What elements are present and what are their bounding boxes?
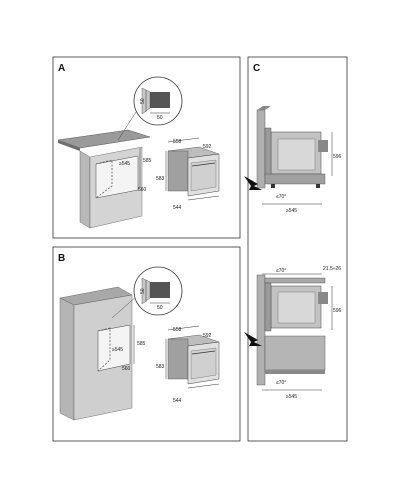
- detail-dim-vertical: 50: [140, 98, 146, 104]
- detail-dim-horizontal: 50: [157, 305, 163, 311]
- niche-depth: 560: [122, 366, 131, 372]
- panel-b-frame: [52, 246, 241, 442]
- detail-dim-vertical: 50: [140, 288, 146, 294]
- oven-body: [167, 338, 189, 380]
- niche-depth: 560: [138, 187, 147, 193]
- top-height: 596: [333, 154, 342, 160]
- panel-c-top-drawing: 596 ≤70° ≥545: [244, 106, 342, 214]
- oven-width: 592: [203, 333, 212, 339]
- panel-b-drawing: 50 50 ≥545 585 560 558 592 583 544: [59, 266, 220, 421]
- bottom-depth: ≥545: [286, 394, 297, 400]
- bottom-height: 596: [333, 308, 342, 314]
- oven-width: 592: [203, 144, 212, 150]
- niche-height: 585: [137, 341, 146, 347]
- airflow-arrow-top: [244, 176, 262, 190]
- cabinet-side: [79, 150, 91, 229]
- detail-dim-horizontal: 50: [157, 115, 163, 121]
- oven-front-width: 544: [173, 205, 182, 211]
- oven-depth1: 558: [173, 327, 182, 333]
- panel-c-frame: [247, 56, 348, 442]
- airflow-arrow-bottom: [244, 332, 262, 346]
- niche-opening: [97, 324, 131, 372]
- countertop: [57, 129, 151, 149]
- niche-height: 585: [143, 158, 152, 164]
- oven-body: [167, 150, 189, 192]
- panel-a-frame: [52, 56, 241, 239]
- panel-c-bottom-drawing: ≤70° 21.5÷26 596 ≤70° ≥545: [244, 266, 342, 400]
- oven-height: 583: [156, 364, 165, 370]
- oven-depth1: 558: [173, 139, 182, 145]
- panel-a-drawing: 50 50 ≥545 585 560 558 592 583 544: [57, 76, 220, 229]
- top-depth: ≥545: [286, 208, 297, 214]
- niche-width: ≥545: [112, 347, 123, 353]
- bottom-angle-top: ≤70°: [276, 268, 286, 274]
- niche-width: ≥545: [119, 161, 130, 167]
- oven-height: 583: [156, 176, 165, 182]
- bottom-gap: 21.5÷26: [323, 266, 341, 272]
- niche-opening: [95, 155, 139, 199]
- panel-a-letter: A: [58, 63, 65, 74]
- panel-b-letter: B: [58, 253, 65, 264]
- tall-cabinet-side: [59, 297, 75, 421]
- oven-front-width: 544: [173, 398, 182, 404]
- top-angle: ≤70°: [276, 194, 286, 200]
- panel-c-letter: C: [253, 63, 260, 74]
- bottom-angle-bottom: ≤70°: [276, 380, 286, 386]
